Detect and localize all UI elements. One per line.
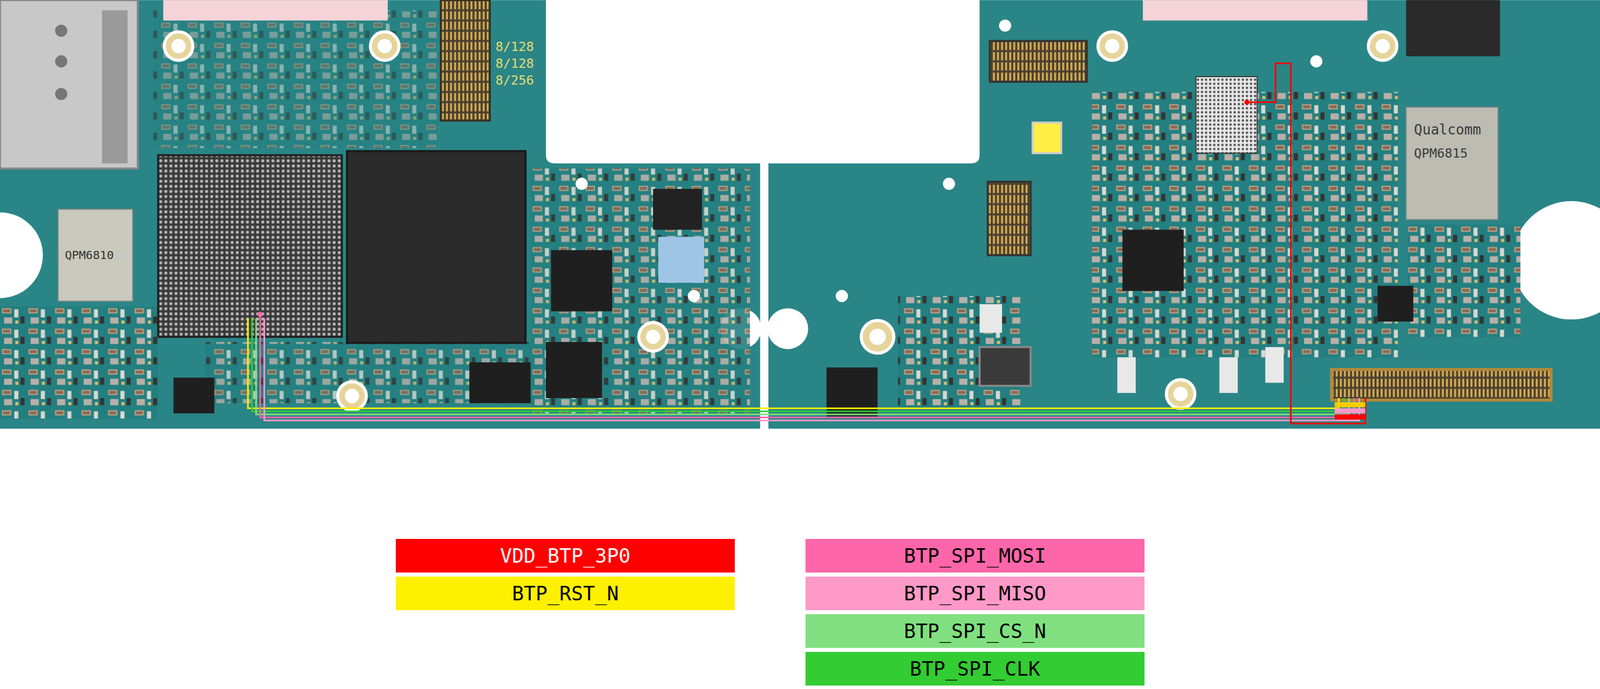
signal-name: BTP_RST_N [511, 581, 619, 605]
legend-swatch: BTP_SPI_MISO [805, 576, 1145, 611]
part-label: Qualcomm [1413, 121, 1482, 138]
legend-swatch: BTP_SPI_MOSI [805, 538, 1145, 573]
signal-name: BTP_SPI_CLK [909, 657, 1041, 681]
signal-name: BTP_SPI_MOSI [904, 544, 1047, 568]
signal-name: BTP_SPI_CS_N [904, 619, 1047, 643]
legend-swatch: BTP_SPI_CS_N [805, 614, 1145, 648]
legend-swatch: VDD_BTP_3P0 [395, 538, 735, 573]
part-label: QPM6810 [64, 248, 114, 262]
legend-swatch: BTP_RST_N [395, 576, 735, 611]
signal-name: VDD_BTP_3P0 [500, 544, 631, 568]
part-label: QPM6815 [1413, 146, 1468, 161]
part-label: 8/256 [495, 73, 534, 88]
legend-swatch: BTP_SPI_CLK [805, 651, 1145, 686]
part-label: 8/128 [495, 56, 534, 71]
part-label: 8/128 [495, 39, 534, 54]
signal-name: BTP_SPI_MISO [904, 581, 1047, 605]
